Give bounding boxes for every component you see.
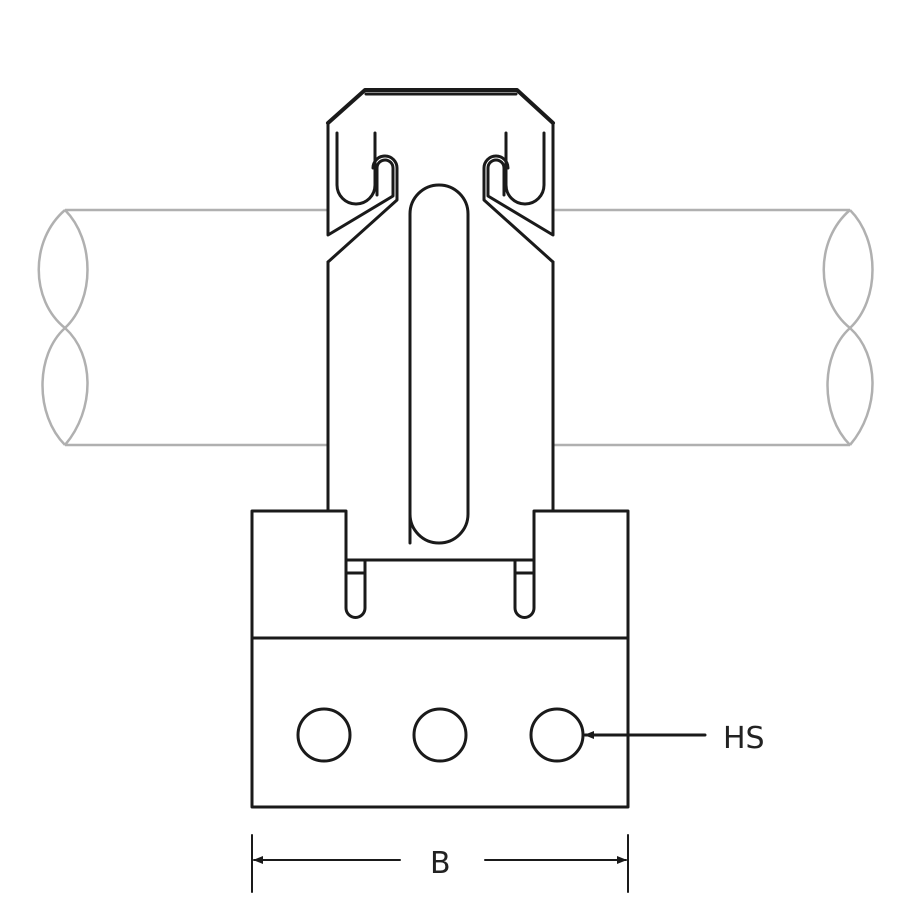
clip-body	[326, 88, 555, 545]
slot	[408, 183, 470, 545]
hole	[412, 707, 468, 763]
hole	[529, 707, 585, 763]
width-dimension: B	[251, 834, 629, 893]
hole-size-label: HS	[723, 721, 765, 756]
width-label: B	[430, 846, 451, 881]
pipe	[37, 208, 874, 447]
hole-size-callout: HS	[583, 721, 765, 756]
hole	[296, 707, 352, 763]
base	[250, 509, 630, 809]
